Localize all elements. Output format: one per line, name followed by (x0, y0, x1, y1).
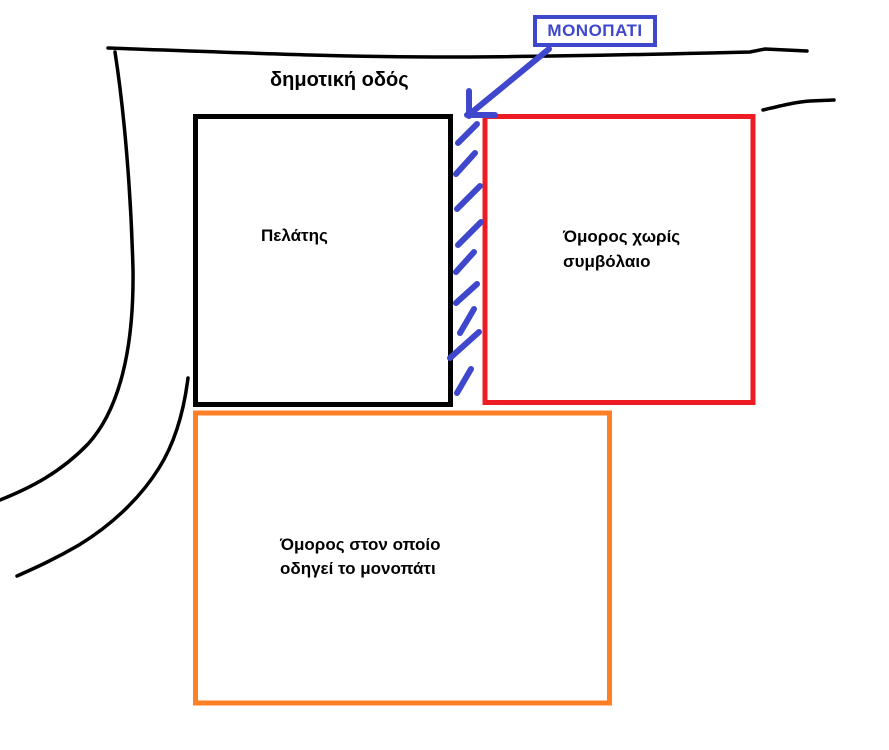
monopati-label: ΜΟΝΟΠΑΤΙ (547, 21, 643, 40)
neighbor-path-label-line2: οδηγεί το μονοπάτι (280, 559, 436, 578)
neighbor-path-label-line1: Όμορος στον οποίο (280, 535, 441, 554)
neighbor-path-label: Όμορος στον οποίο οδηγεί το μονοπάτι (280, 533, 441, 581)
path-hatch-dashes (447, 121, 484, 396)
neighbor-no-contract-label: Όμορος χωρίς συμβόλαιο (563, 224, 680, 274)
client-parcel-label: Πελάτης (261, 226, 328, 245)
neighbor-no-contract-label-line1: Όμορος χωρίς (563, 227, 681, 246)
road-right-segment-line (761, 98, 836, 112)
neighbor-path-parcel-outline (193, 410, 612, 706)
road-top-line (106, 46, 809, 59)
road-left-boundary-line (0, 50, 135, 502)
monopati-label-box: ΜΟΝΟΠΑΤΙ (533, 15, 657, 47)
road-label: δημοτική οδός (270, 69, 409, 91)
neighbor-no-contract-label-line2: συμβόλαιο (563, 252, 651, 271)
neighbor-no-contract-parcel-outline (482, 114, 756, 405)
monopati-arrow (464, 46, 552, 119)
client-parcel-outline (193, 114, 453, 407)
road-lower-curve-line (15, 376, 190, 578)
